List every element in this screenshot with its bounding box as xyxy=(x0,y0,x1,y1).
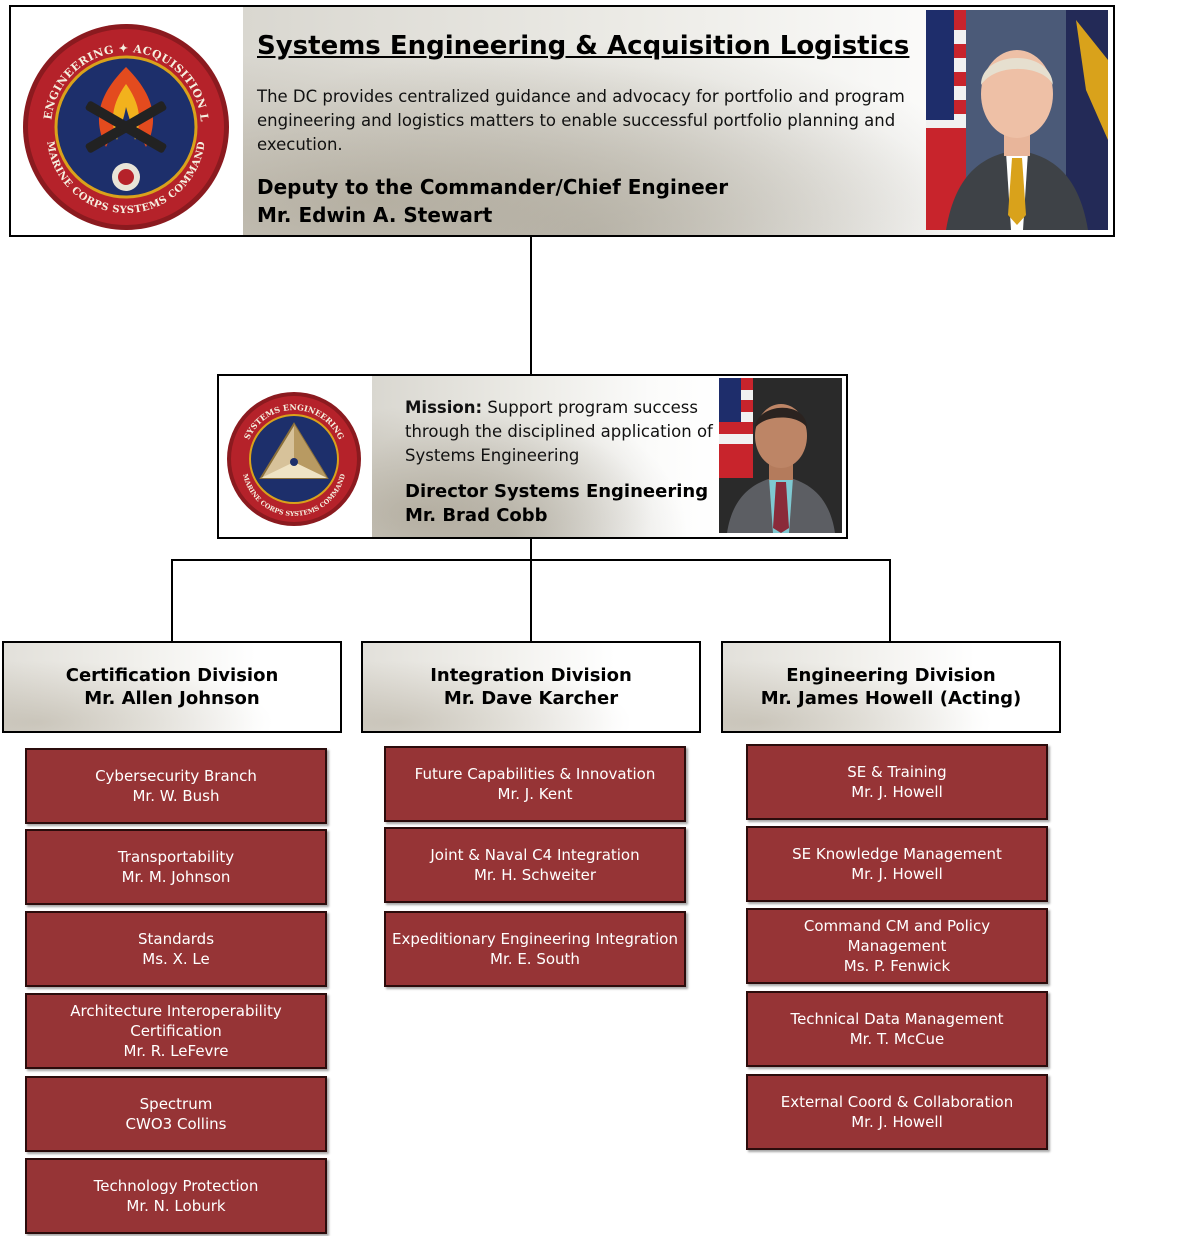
mission-text: Support program success through the disc… xyxy=(405,398,713,465)
header-role: Deputy to the Commander/Chief Engineer xyxy=(257,175,729,199)
branch-line: Joint & Naval C4 Integration xyxy=(430,846,640,864)
division-certification-background xyxy=(4,643,340,731)
division-integration-background xyxy=(363,643,699,731)
connector-horizontal-bar xyxy=(171,559,891,561)
division-integration-lead: Mr. Dave Karcher xyxy=(443,688,619,709)
director-role: Director Systems Engineering xyxy=(405,481,709,502)
branch-line: Mr. E. South xyxy=(490,950,580,968)
branch-line: Ms. X. Le xyxy=(142,950,210,968)
chief-engineer-portrait xyxy=(926,10,1108,230)
branch-line: Technology Protection xyxy=(93,1177,259,1195)
sea-logistics-seal: SYSTEMS ENGINEERING ✦ ACQUISITION LOGIST… xyxy=(15,12,231,232)
division-certification-title: Certification Division xyxy=(65,665,279,686)
branch-line: Mr. J. Howell xyxy=(851,1113,943,1131)
division-integration-text: Integration Division Mr. Dave Karcher xyxy=(363,664,699,710)
branch-line: Technical Data Management xyxy=(790,1010,1004,1028)
director-box: SYSTEMS ENGINEERING MARINE CORPS SYSTEMS… xyxy=(217,374,848,539)
header-name: Mr. Edwin A. Stewart xyxy=(257,203,493,227)
branch-line: Cybersecurity Branch xyxy=(95,767,257,785)
branch-line: Mr. J. Howell xyxy=(851,783,943,801)
division-integration-title: Integration Division xyxy=(430,665,632,686)
connector-top-to-director xyxy=(530,235,532,376)
branch-line: Mr. H. Schweiter xyxy=(473,866,597,884)
branch-line: Spectrum xyxy=(139,1095,213,1113)
division-engineering-text: Engineering Division Mr. James Howell (A… xyxy=(723,664,1059,710)
branch-line: Standards xyxy=(137,930,215,948)
director-portrait xyxy=(719,378,842,533)
mission-label: Mission: xyxy=(405,398,483,417)
branch-line: Transportability xyxy=(117,848,235,866)
branch-line: CWO3 Collins xyxy=(125,1115,227,1133)
branch-line: Certification xyxy=(130,1022,222,1040)
division-certification: Certification Division Mr. Allen Johnson xyxy=(2,641,342,733)
branch-line: Mr. R. LeFevre xyxy=(123,1042,229,1060)
branch-line: SE Knowledge Management xyxy=(792,845,1002,863)
branch-line: External Coord & Collaboration xyxy=(780,1093,1014,1111)
branch-line: Mr. M. Johnson xyxy=(121,868,231,886)
director-name: Mr. Brad Cobb xyxy=(405,505,548,526)
connector-director-down xyxy=(530,537,532,642)
branch-line: Mr. J. Kent xyxy=(497,785,573,803)
branch-line: Ms. P. Fenwick xyxy=(843,957,951,975)
header-description: The DC provides centralized guidance and… xyxy=(257,87,905,154)
division-engineering: Engineering Division Mr. James Howell (A… xyxy=(721,641,1061,733)
director-background xyxy=(372,376,719,537)
division-certification-text: Certification Division Mr. Allen Johnson xyxy=(4,664,340,710)
connector-to-certification xyxy=(171,559,173,642)
header-box: SYSTEMS ENGINEERING ✦ ACQUISITION LOGIST… xyxy=(9,5,1115,237)
division-integration: Integration Division Mr. Dave Karcher xyxy=(361,641,701,733)
branch-line: Mr. J. Howell xyxy=(851,865,943,883)
division-engineering-title: Engineering Division xyxy=(786,665,996,686)
branch-line: Command CM and Policy xyxy=(803,917,991,935)
branch-line: Mr. T. McCue xyxy=(849,1030,945,1048)
branch-line: Mr. W. Bush xyxy=(132,787,220,805)
connector-to-engineering xyxy=(889,559,891,642)
division-engineering-background xyxy=(723,643,1059,731)
header-title: Systems Engineering & Acquisition Logist… xyxy=(257,31,910,61)
director-mission: Mission: Support program success through… xyxy=(405,396,725,468)
systems-engineering-seal: SYSTEMS ENGINEERING MARINE CORPS SYSTEMS… xyxy=(225,390,363,528)
division-engineering-lead: Mr. James Howell (Acting) xyxy=(760,688,1022,709)
division-certification-lead: Mr. Allen Johnson xyxy=(84,688,260,709)
branch-line: Future Capabilities & Innovation xyxy=(414,765,656,783)
branch-line: SE & Training xyxy=(847,763,947,781)
branch-line: Expeditionary Engineering Integration xyxy=(392,930,678,948)
branch-line: Architecture Interoperability xyxy=(70,1002,282,1020)
branch-line: Mr. N. Loburk xyxy=(126,1197,226,1215)
branch-line: Management xyxy=(847,937,947,955)
